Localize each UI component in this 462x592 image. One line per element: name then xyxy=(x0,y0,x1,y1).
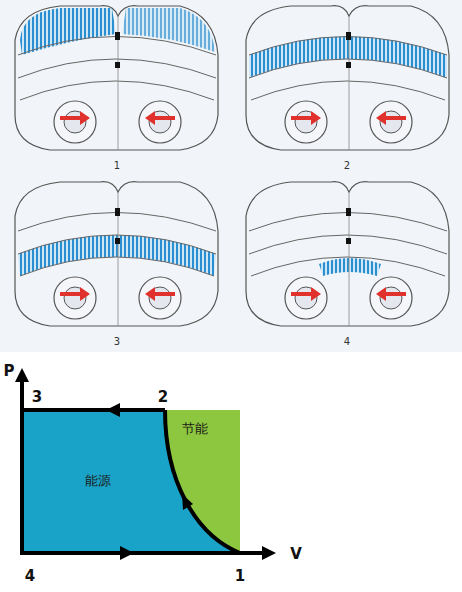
flow-arrowhead xyxy=(182,494,193,510)
compression-curve xyxy=(165,410,240,553)
flow-arrowhead xyxy=(106,403,120,417)
stage-number: 3 xyxy=(114,336,120,347)
region-label: 节能 xyxy=(182,421,208,436)
p-axis xyxy=(20,380,24,555)
compressor-illustration xyxy=(0,0,462,352)
stage-number: 1 xyxy=(114,160,120,171)
stage-number: 2 xyxy=(344,160,350,171)
state-point: 2 xyxy=(158,388,168,406)
flow-arrowhead xyxy=(120,546,134,560)
axis-label: P xyxy=(4,362,15,380)
axis-arrowhead xyxy=(262,546,276,560)
state-point: 1 xyxy=(235,567,245,585)
axis-arrowhead xyxy=(15,368,29,382)
stage-number: 4 xyxy=(344,336,350,347)
state-point: 3 xyxy=(32,388,42,406)
region-label: 能源 xyxy=(85,473,111,488)
cycle-line xyxy=(22,408,165,412)
state-point: 4 xyxy=(25,567,35,585)
v-axis xyxy=(20,551,264,555)
axis-label: V xyxy=(290,545,302,563)
